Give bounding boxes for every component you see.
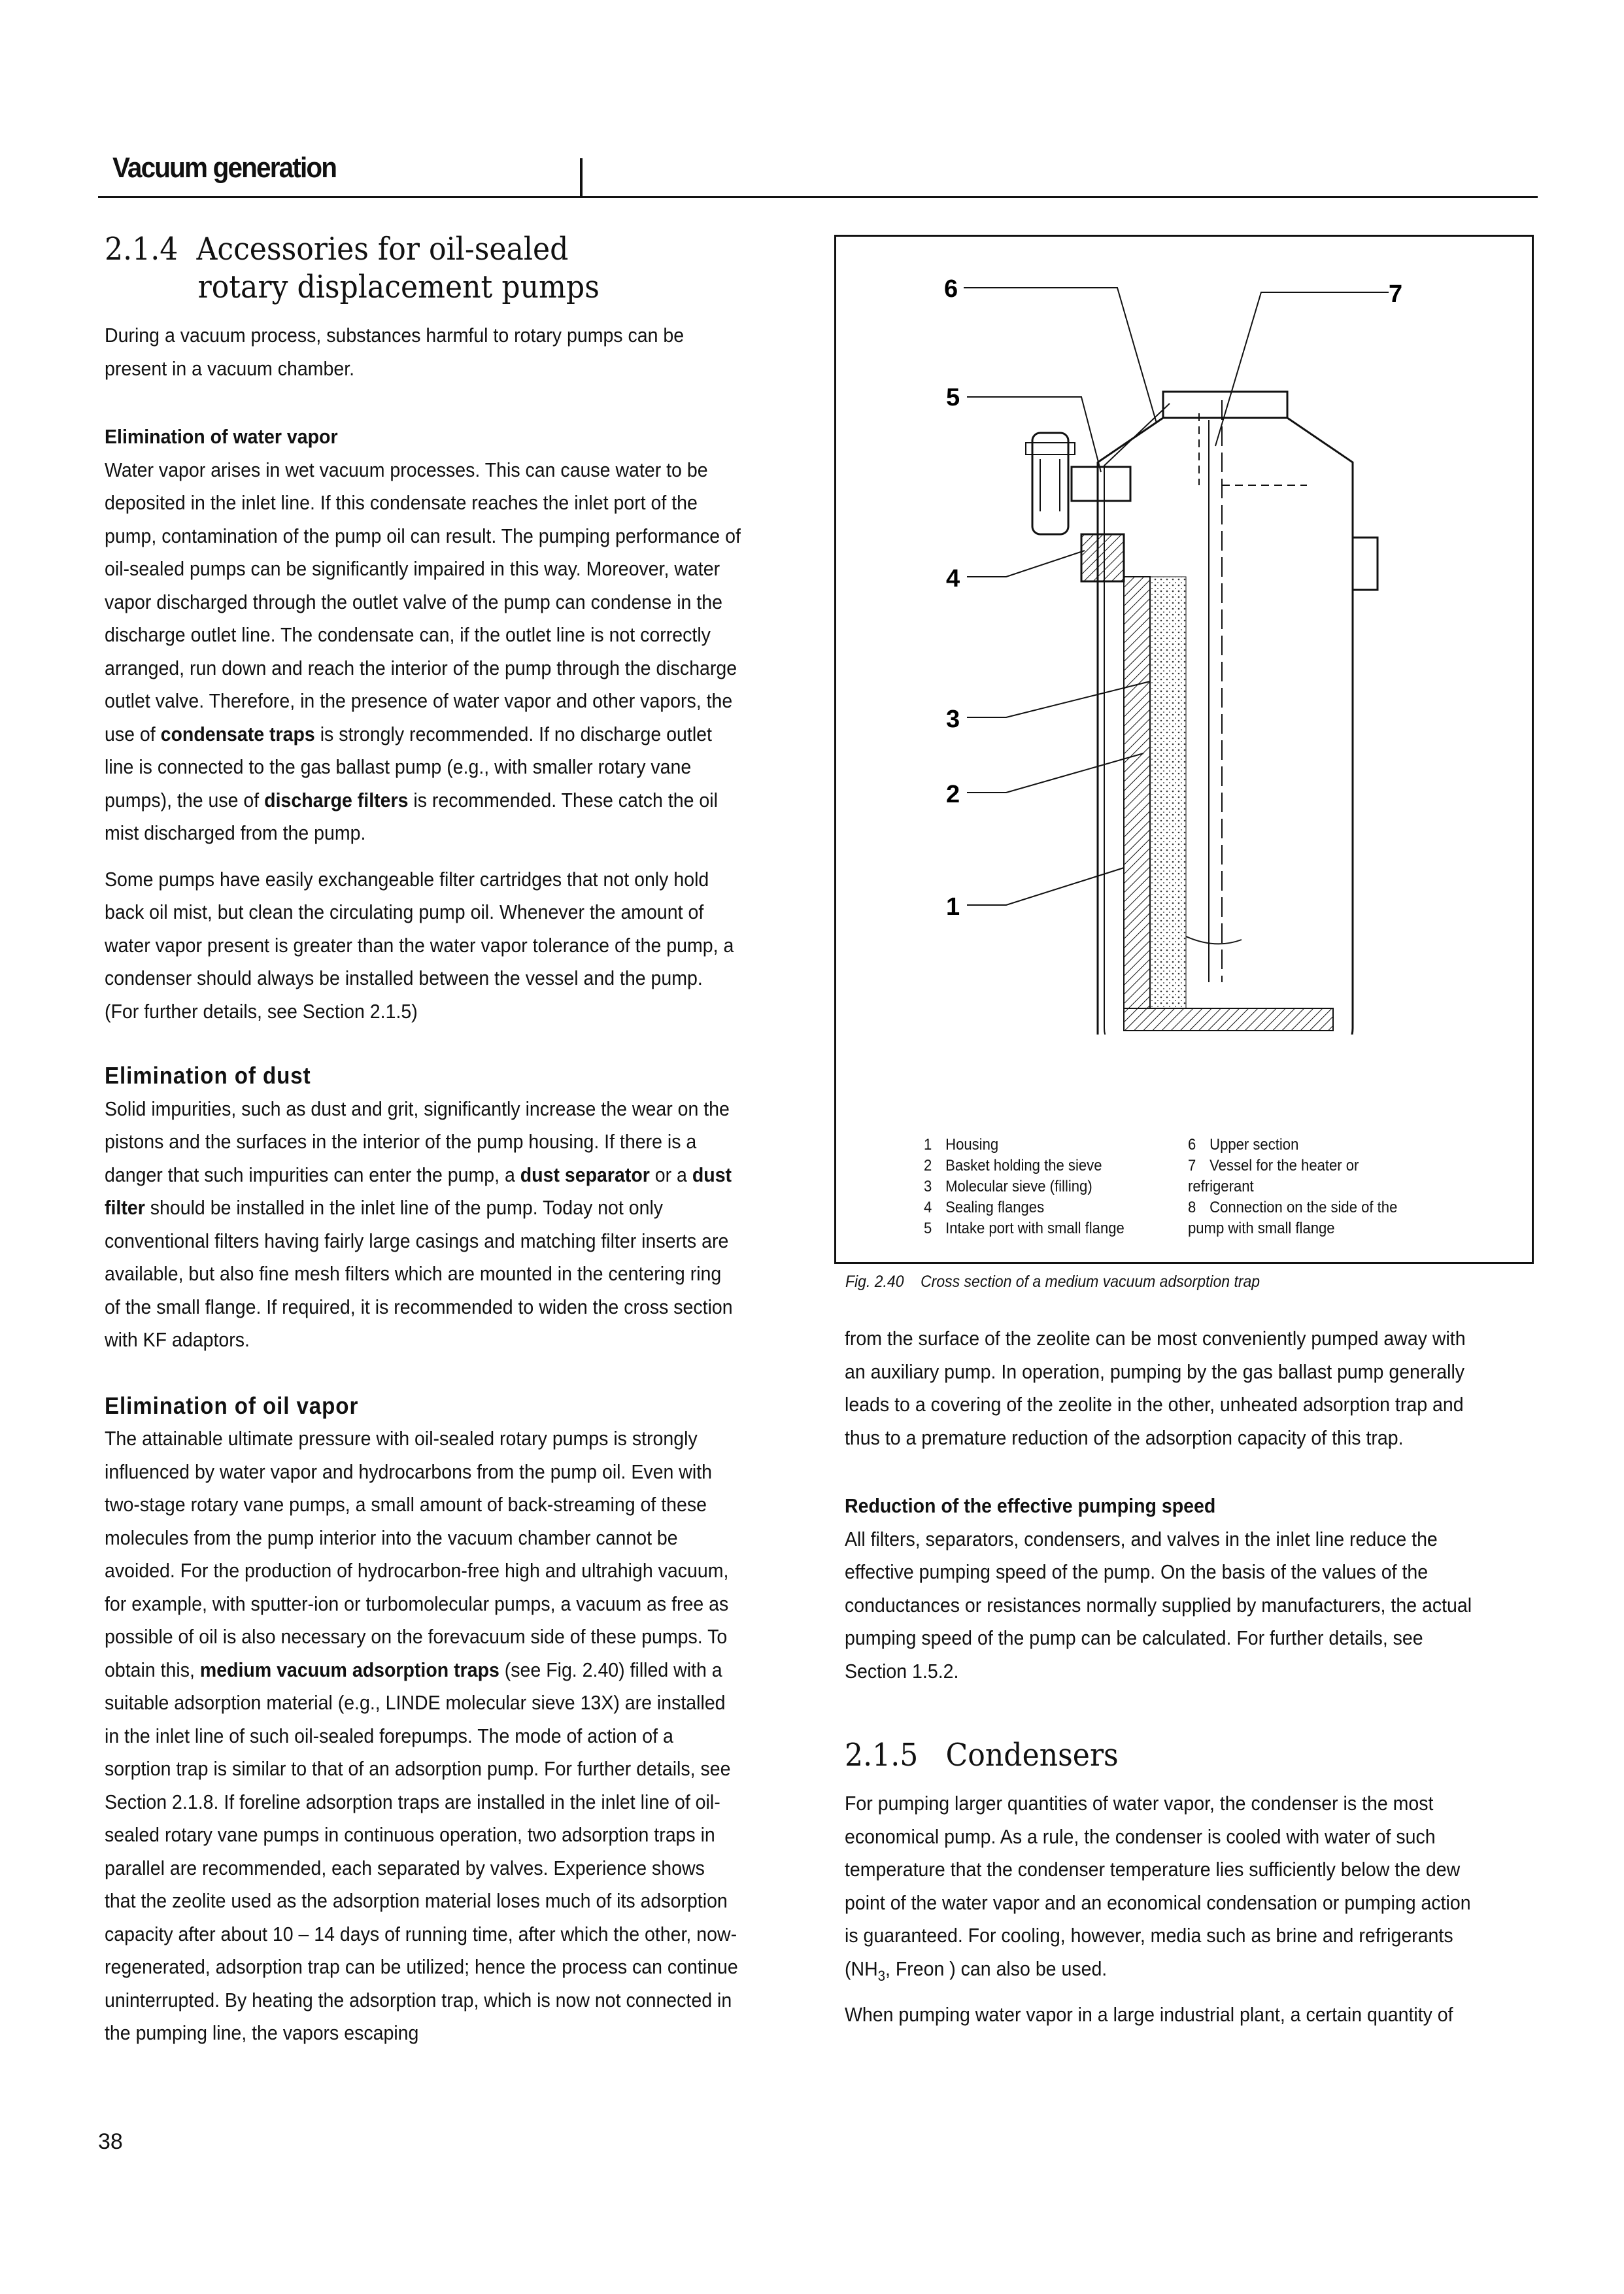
section-214-title-line1: Accessories for oil-sealed [196, 231, 569, 267]
upper-neck [1162, 390, 1289, 419]
section-214-title-line2: rotary displacement pumps [197, 269, 600, 305]
oil-vapor-paragraph-continued: from the surface of the zeolite can be m… [845, 1327, 1466, 1449]
left-column: 2.1.4 Accessories for oil-sealed rotary … [105, 230, 741, 2050]
dust-paragraph: Solid impurities, such as dust and grit,… [105, 1097, 733, 1352]
header-rule [98, 196, 1538, 198]
fig-label-5: 5 [946, 384, 960, 411]
fig-label-6: 6 [944, 275, 958, 303]
legend-item: refrigerant [1188, 1178, 1254, 1195]
sieve-basket [1123, 576, 1151, 1009]
section-215-title: Condensers [945, 1737, 1119, 1773]
molecular-sieve-filling [1149, 576, 1187, 1009]
water-vapor-paragraph-2: Some pumps have easily exchangeable filt… [105, 867, 734, 1023]
figure-caption-text: Cross section of a medium vacuum adsorpt… [921, 1273, 1260, 1291]
legend-item: pump with small flange [1188, 1220, 1335, 1237]
condensers-paragraph-2: When pumping water vapor in a large indu… [845, 2003, 1453, 2026]
fig-label-2: 2 [946, 781, 960, 808]
adsorption-trap-cross-section: 6 7 5 4 3 2 1 8 [944, 275, 1402, 1035]
running-header-title: Vacuum generation [112, 152, 337, 184]
figure-caption-number: Fig. 2.40 [845, 1273, 904, 1291]
intro-paragraph: During a vacuum process, substances harm… [105, 324, 685, 380]
figure-caption: Fig. 2.40 Cross section of a medium vacu… [845, 1273, 1260, 1292]
water-vapor-paragraph-1: Water vapor arises in wet vacuum process… [105, 458, 741, 845]
pumping-speed-heading: Reduction of the effective pumping speed [845, 1494, 1216, 1517]
intake-port [1070, 466, 1132, 502]
page-number: 38 [98, 2129, 123, 2154]
section-214-heading: 2.1.4 Accessories for oil-sealed rotary … [105, 230, 766, 306]
condensers-paragraph-1: For pumping larger quantities of water v… [845, 1792, 1471, 1984]
section-214-number: 2.1.4 [105, 231, 178, 267]
fig-label-7: 7 [1389, 281, 1402, 308]
section-215-number: 2.1.5 [845, 1737, 919, 1773]
fig-label-4: 4 [946, 565, 960, 592]
oil-vapor-paragraph: The attainable ultimate pressure with oi… [105, 1427, 738, 2044]
header-tick-mark [580, 158, 583, 196]
water-vapor-heading: Elimination of water vapor [105, 425, 338, 448]
pumping-speed-paragraph: All filters, separators, condensers, and… [845, 1527, 1472, 1683]
dust-heading: Elimination of dust [105, 1062, 311, 1089]
section-215-heading: 2.1.5 Condensers [845, 1736, 1481, 1774]
right-column: from the surface of the zeolite can be m… [845, 1322, 1481, 2032]
oil-vapor-heading: Elimination of oil vapor [105, 1392, 359, 1419]
fig-label-1: 1 [946, 893, 960, 921]
fig-label-3: 3 [946, 706, 960, 733]
sealing-flange [1080, 533, 1125, 583]
